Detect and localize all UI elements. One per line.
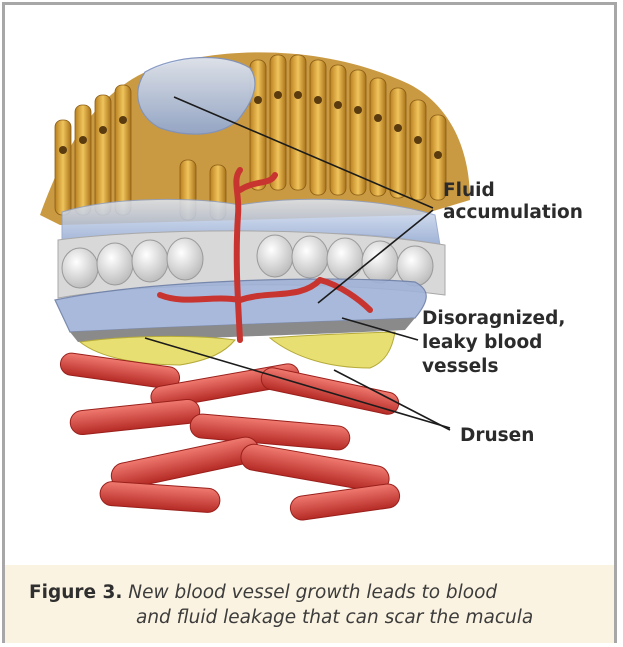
choroid-vessels <box>59 352 401 522</box>
bottom-margin <box>0 643 623 647</box>
label-fluid-line2: accumulation <box>443 202 583 224</box>
label-vessels-line1: Disoragnized, <box>422 307 565 331</box>
label-drusen-text: Drusen <box>460 425 534 447</box>
label-fluid-accumulation: Fluid accumulation <box>443 180 583 224</box>
label-fluid-line1: Fluid <box>443 180 583 202</box>
label-leaky-vessels: Disoragnized, leaky blood vessels <box>422 307 565 379</box>
label-vessels-line3: vessels <box>422 355 565 379</box>
label-drusen: Drusen <box>460 425 534 447</box>
label-vessels-line2: leaky blood <box>422 331 565 355</box>
